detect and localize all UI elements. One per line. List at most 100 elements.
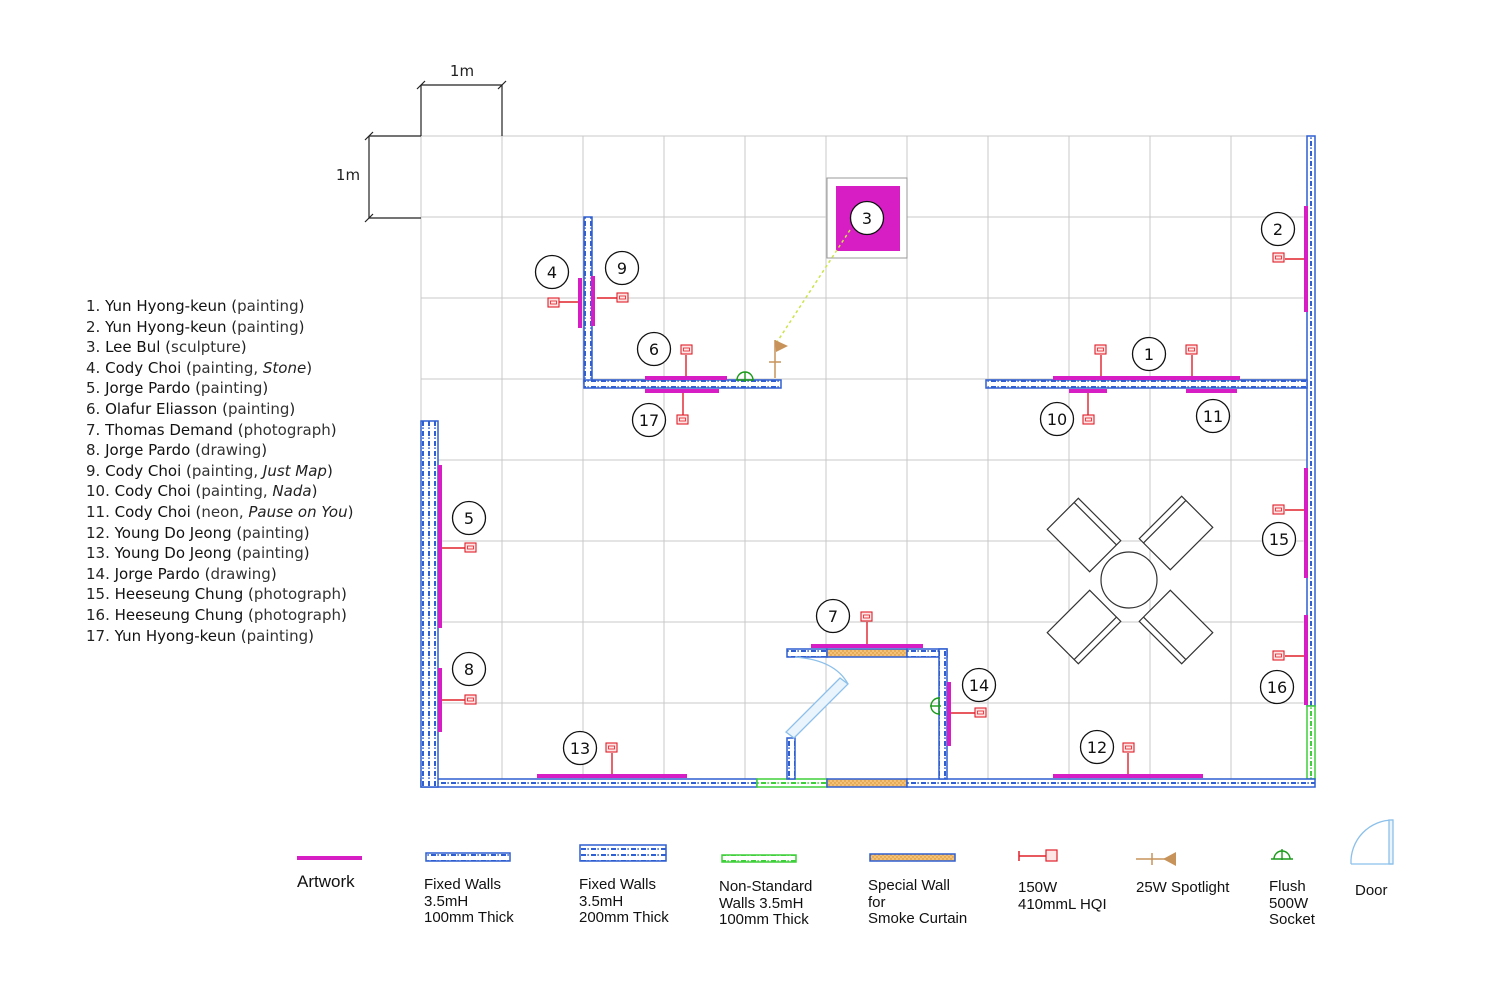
legend-socket-label: Flush 500W Socket	[1269, 878, 1315, 928]
artwork-artist: Heeseung Chung	[114, 605, 244, 624]
artwork-title: Nada	[272, 482, 312, 501]
artwork-medium: neon,	[201, 502, 249, 521]
artwork-medium: photograph	[253, 585, 342, 604]
artwork-list-item: 10. Cody Choi (painting, Nada)	[86, 482, 318, 501]
artwork-list-item: 8. Jorge Pardo (drawing)	[86, 441, 268, 460]
legend-spotlight-label: 25W Spotlight	[1136, 879, 1230, 896]
artwork-artist: Cody Choi	[105, 461, 182, 480]
artwork-marker-10: 10	[1039, 401, 1075, 437]
artwork-number: 17.	[86, 626, 115, 645]
hqi-light-icon	[1272, 504, 1304, 515]
artwork-title: Pause on You	[248, 502, 348, 521]
hqi-light-icon	[951, 707, 987, 718]
artwork-marker-2: 2	[1260, 211, 1296, 247]
artwork-marker-label: 14	[969, 676, 989, 695]
artwork-artist: Jorge Pardo	[114, 564, 200, 583]
artwork-list-item: 3. Lee Bul (sculpture)	[86, 338, 247, 357]
artwork-marker-label: 10	[1047, 410, 1067, 429]
artwork-list-item: 6. Olafur Eliasson (painting)	[86, 399, 296, 418]
special-wall-bottom	[826, 778, 908, 788]
artwork-list-item: 15. Heeseung Chung (photograph)	[86, 585, 347, 604]
legend-special-label: Special Wall for Smoke Curtain	[868, 877, 968, 927]
artwork-medium: photograph	[253, 605, 342, 624]
hqi-light-icon	[547, 297, 578, 308]
artwork-marker-label: 13	[570, 739, 590, 758]
legend-artwork-swatch	[297, 856, 362, 860]
artwork-artist: Young Do Jeong	[114, 523, 232, 542]
artwork-medium: drawing	[200, 441, 262, 460]
artwork-bar	[578, 278, 582, 328]
artwork-artist: Lee Bul	[105, 338, 161, 357]
legend-hqi-icon	[1018, 849, 1058, 862]
legend-socket-icon	[1271, 849, 1293, 860]
wall-bottom-left	[420, 778, 758, 788]
artwork-bar	[1304, 468, 1308, 578]
legend-door-label: Door	[1355, 882, 1388, 899]
artwork-artist: Jorge Pardo	[105, 379, 191, 398]
artwork-artist: Cody Choi	[114, 482, 191, 501]
hqi-light-icon	[597, 292, 629, 303]
artwork-medium: painting	[246, 626, 309, 645]
artwork-number: 3.	[86, 338, 106, 357]
artwork-marker-label: 17	[639, 411, 659, 430]
artwork-marker-label: 3	[862, 209, 872, 228]
artwork-title: Just Map	[262, 461, 327, 480]
artwork-list: 1. Yun Hyong-keun (painting)2. Yun Hyong…	[86, 296, 353, 646]
non-standard-wall-bottom	[756, 778, 828, 788]
artwork-marker-3: 3	[849, 200, 885, 236]
door-central	[785, 656, 849, 739]
artwork-marker-16: 16	[1259, 669, 1295, 705]
artwork-list-item: 2. Yun Hyong-keun (painting)	[86, 317, 305, 336]
hqi-lights	[442, 252, 1304, 774]
legend-non-standard-label: Non-Standard Walls 3.5mH 100mm Thick	[719, 878, 813, 928]
artwork-medium: painting	[200, 379, 263, 398]
artwork-marker-1: 1	[1131, 336, 1167, 372]
artwork-bar	[1069, 389, 1107, 393]
artwork-artist: Heeseung Chung	[114, 585, 244, 604]
wall-upper-left-vertical	[583, 216, 593, 384]
artwork-bar	[1053, 376, 1240, 380]
artwork-marker-label: 4	[547, 263, 557, 282]
legend-fixed-100-swatch	[425, 852, 511, 862]
artwork-artist: Olafur Eliasson	[105, 399, 218, 418]
artwork-list-item: 12. Young Do Jeong (painting)	[86, 523, 310, 542]
artwork-marker-label: 8	[464, 660, 474, 679]
artwork-marker-7: 7	[815, 598, 851, 634]
artwork-medium: painting	[242, 523, 304, 542]
walls	[420, 135, 1316, 788]
chair	[1138, 495, 1214, 571]
legend-non-standard-swatch	[721, 854, 797, 863]
artwork-bar	[591, 276, 595, 326]
wall-left-thick	[420, 420, 439, 788]
artwork-medium: drawing	[210, 564, 271, 583]
artwork-marker-label: 16	[1267, 678, 1287, 697]
artwork-medium: sculpture	[171, 338, 241, 357]
artwork-bars	[438, 206, 1308, 778]
legend-fixed-100-label: Fixed Walls 3.5mH 100mm Thick	[424, 876, 514, 926]
artwork-bar	[438, 668, 442, 732]
hqi-light-icon	[676, 393, 689, 425]
hqi-light-icon	[1122, 742, 1135, 774]
scale-bar	[364, 80, 507, 223]
artwork-title: Stone	[262, 358, 307, 377]
seating-area	[1046, 495, 1214, 665]
artwork-marker-8: 8	[451, 651, 487, 687]
artwork-bar	[645, 389, 719, 393]
chair	[1138, 589, 1214, 665]
artwork-marker-11: 11	[1195, 398, 1231, 434]
artwork-bar	[1304, 615, 1308, 705]
artwork-medium: painting,	[191, 358, 263, 377]
hqi-light-icon	[680, 344, 693, 376]
hqi-light-icon	[1272, 252, 1304, 263]
non-standard-wall-right	[1306, 705, 1316, 780]
artwork-number: 5.	[86, 379, 106, 398]
chair	[1046, 589, 1122, 665]
artwork-marker-4: 4	[534, 254, 570, 290]
artwork-marker-15: 15	[1261, 521, 1297, 557]
legend-hqi-label: 150W 410mmL HQI	[1018, 879, 1107, 913]
hqi-light-icon	[860, 611, 873, 644]
artwork-marker-label: 15	[1269, 530, 1289, 549]
artwork-marker-12: 12	[1079, 729, 1115, 765]
